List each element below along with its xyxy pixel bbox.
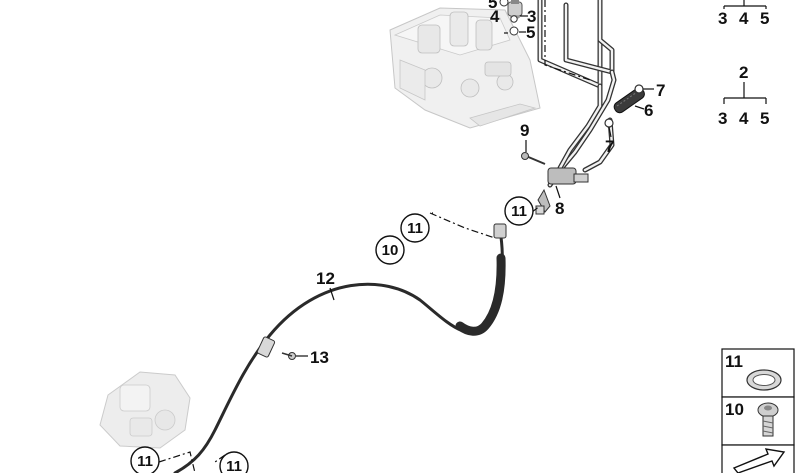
svg-text:11: 11 bbox=[407, 220, 423, 237]
circled-callout-11-bottom-left: 11 bbox=[130, 446, 160, 473]
callout-12: 12 bbox=[316, 269, 335, 288]
svg-text:5: 5 bbox=[760, 109, 769, 128]
reference-tree-top: 3 4 5 bbox=[718, 0, 769, 28]
callout-7-lower: 7 bbox=[605, 137, 614, 156]
callout-labels: 5 4 3 5 7 6 7 9 8 12 13 bbox=[310, 0, 665, 367]
brake-hose-part bbox=[173, 223, 507, 473]
callout-3-top: 3 bbox=[527, 7, 536, 26]
sealing-washer-mid-part bbox=[509, 26, 519, 36]
legend-label-10: 10 bbox=[725, 400, 744, 419]
reference-tree-second: 2 3 4 5 bbox=[718, 63, 769, 128]
svg-text:11: 11 bbox=[226, 458, 242, 473]
circled-callout-11-mid: 11 bbox=[400, 213, 430, 243]
parts-legend: 11 10 bbox=[721, 348, 795, 473]
arrow-icon bbox=[732, 448, 786, 473]
svg-text:4: 4 bbox=[739, 109, 749, 128]
bleed-screw-legend-icon bbox=[757, 402, 779, 437]
circled-callout-10: 10 bbox=[375, 235, 405, 265]
svg-text:10: 10 bbox=[382, 242, 399, 259]
leader-lines bbox=[158, 0, 654, 473]
o-ring-upper-part bbox=[634, 84, 644, 94]
legend-label-11: 11 bbox=[725, 352, 743, 371]
callout-13: 13 bbox=[310, 348, 329, 367]
svg-text:2: 2 bbox=[739, 63, 748, 82]
svg-text:5: 5 bbox=[760, 9, 769, 28]
o-ring-part bbox=[510, 15, 518, 23]
circled-callout-11-right: 11 bbox=[504, 196, 534, 226]
circled-callout-11-bottom-center: 11 bbox=[219, 451, 249, 473]
svg-text:11: 11 bbox=[137, 453, 153, 470]
svg-text:11: 11 bbox=[511, 203, 527, 220]
brake-line-bracket-part bbox=[535, 167, 589, 215]
abs-hydraulic-unit bbox=[389, 7, 541, 129]
svg-text:3: 3 bbox=[718, 109, 727, 128]
brake-caliper bbox=[99, 371, 191, 449]
svg-text:3: 3 bbox=[718, 9, 727, 28]
svg-text:4: 4 bbox=[739, 9, 749, 28]
screw-part bbox=[521, 152, 546, 165]
callout-7-upper: 7 bbox=[656, 81, 665, 100]
callout-6: 6 bbox=[644, 101, 653, 120]
sealing-washer-top-part bbox=[499, 0, 509, 7]
screw-small-part bbox=[281, 352, 296, 360]
brake-pipes bbox=[537, 0, 617, 188]
sealing-ring-legend-icon bbox=[746, 369, 782, 391]
callout-9: 9 bbox=[520, 121, 529, 140]
callout-4-top: 4 bbox=[490, 7, 500, 26]
o-ring-lower-part bbox=[604, 118, 614, 128]
callout-5-top: 5 bbox=[488, 0, 497, 12]
callout-5-mid: 5 bbox=[526, 23, 535, 42]
callout-8: 8 bbox=[555, 199, 564, 218]
